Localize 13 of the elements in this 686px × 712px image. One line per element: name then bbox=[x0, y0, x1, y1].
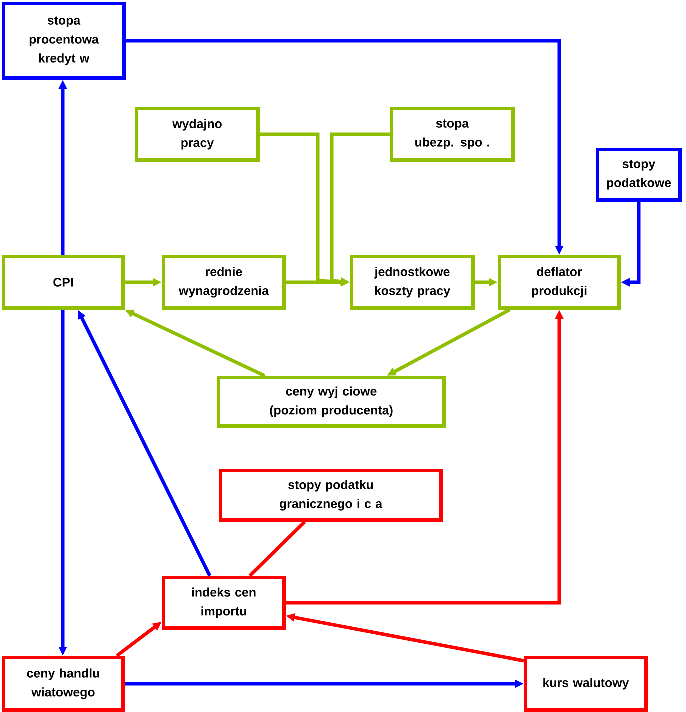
process-box: CPI bbox=[2, 255, 125, 310]
process-box: stopy podatku granicznego i c a bbox=[219, 469, 443, 522]
process-box: ceny handlu wiatowego bbox=[2, 656, 125, 712]
process-box: rednie wynagrodzenia bbox=[162, 255, 286, 310]
process-box: jednostkowe koszty pracy bbox=[350, 255, 475, 310]
process-box: stopy podatkowe bbox=[596, 148, 682, 202]
process-box: deflator produkcji bbox=[498, 255, 621, 310]
process-box: ceny wyj ciowe (poziom producenta) bbox=[217, 376, 446, 428]
process-box: kurs walutowy bbox=[524, 656, 648, 712]
process-box: wydajno pracy bbox=[135, 107, 260, 162]
process-box: indeks cen importu bbox=[162, 576, 286, 630]
process-box: stopa procentowa kredyt w bbox=[2, 2, 126, 80]
process-box: stopa ubezp. spo . bbox=[390, 107, 515, 162]
